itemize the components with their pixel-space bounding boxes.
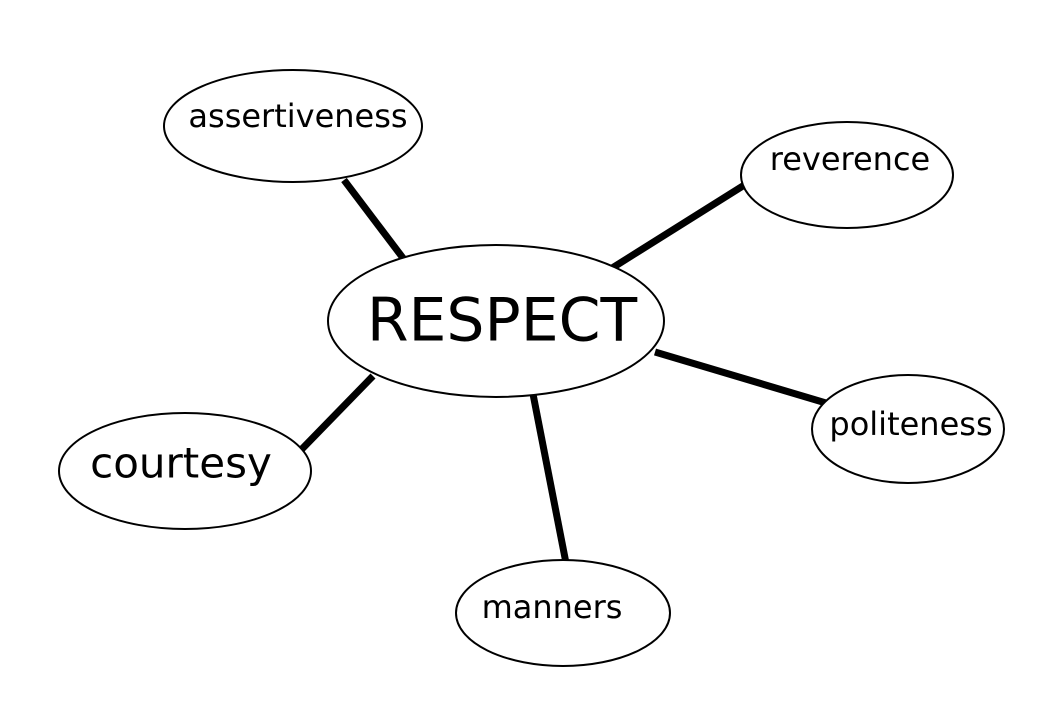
center-node-label: RESPECT bbox=[367, 286, 638, 356]
node-assertiveness-label: assertiveness bbox=[188, 97, 407, 135]
node-assertiveness-ellipse bbox=[163, 69, 423, 183]
connector-assertiveness bbox=[341, 177, 412, 269]
node-courtesy: courtesy bbox=[58, 412, 312, 530]
connector-courtesy bbox=[298, 373, 376, 453]
node-courtesy-ellipse bbox=[58, 412, 312, 530]
node-manners: manners bbox=[455, 559, 671, 667]
center-node-ellipse bbox=[327, 244, 665, 398]
node-courtesy-label: courtesy bbox=[90, 439, 272, 488]
node-reverence-ellipse bbox=[740, 121, 954, 229]
node-manners-label: manners bbox=[482, 588, 623, 626]
center-node: RESPECT bbox=[327, 244, 665, 398]
connector-manners bbox=[529, 393, 570, 564]
connector-reverence bbox=[607, 181, 748, 273]
node-politeness: politeness bbox=[811, 374, 1005, 484]
node-reverence: reverence bbox=[740, 121, 954, 229]
node-politeness-label: politeness bbox=[829, 405, 992, 443]
connector-politeness bbox=[653, 348, 828, 407]
node-manners-ellipse bbox=[455, 559, 671, 667]
node-assertiveness: assertiveness bbox=[163, 69, 423, 183]
node-reverence-label: reverence bbox=[770, 140, 930, 178]
node-politeness-ellipse bbox=[811, 374, 1005, 484]
